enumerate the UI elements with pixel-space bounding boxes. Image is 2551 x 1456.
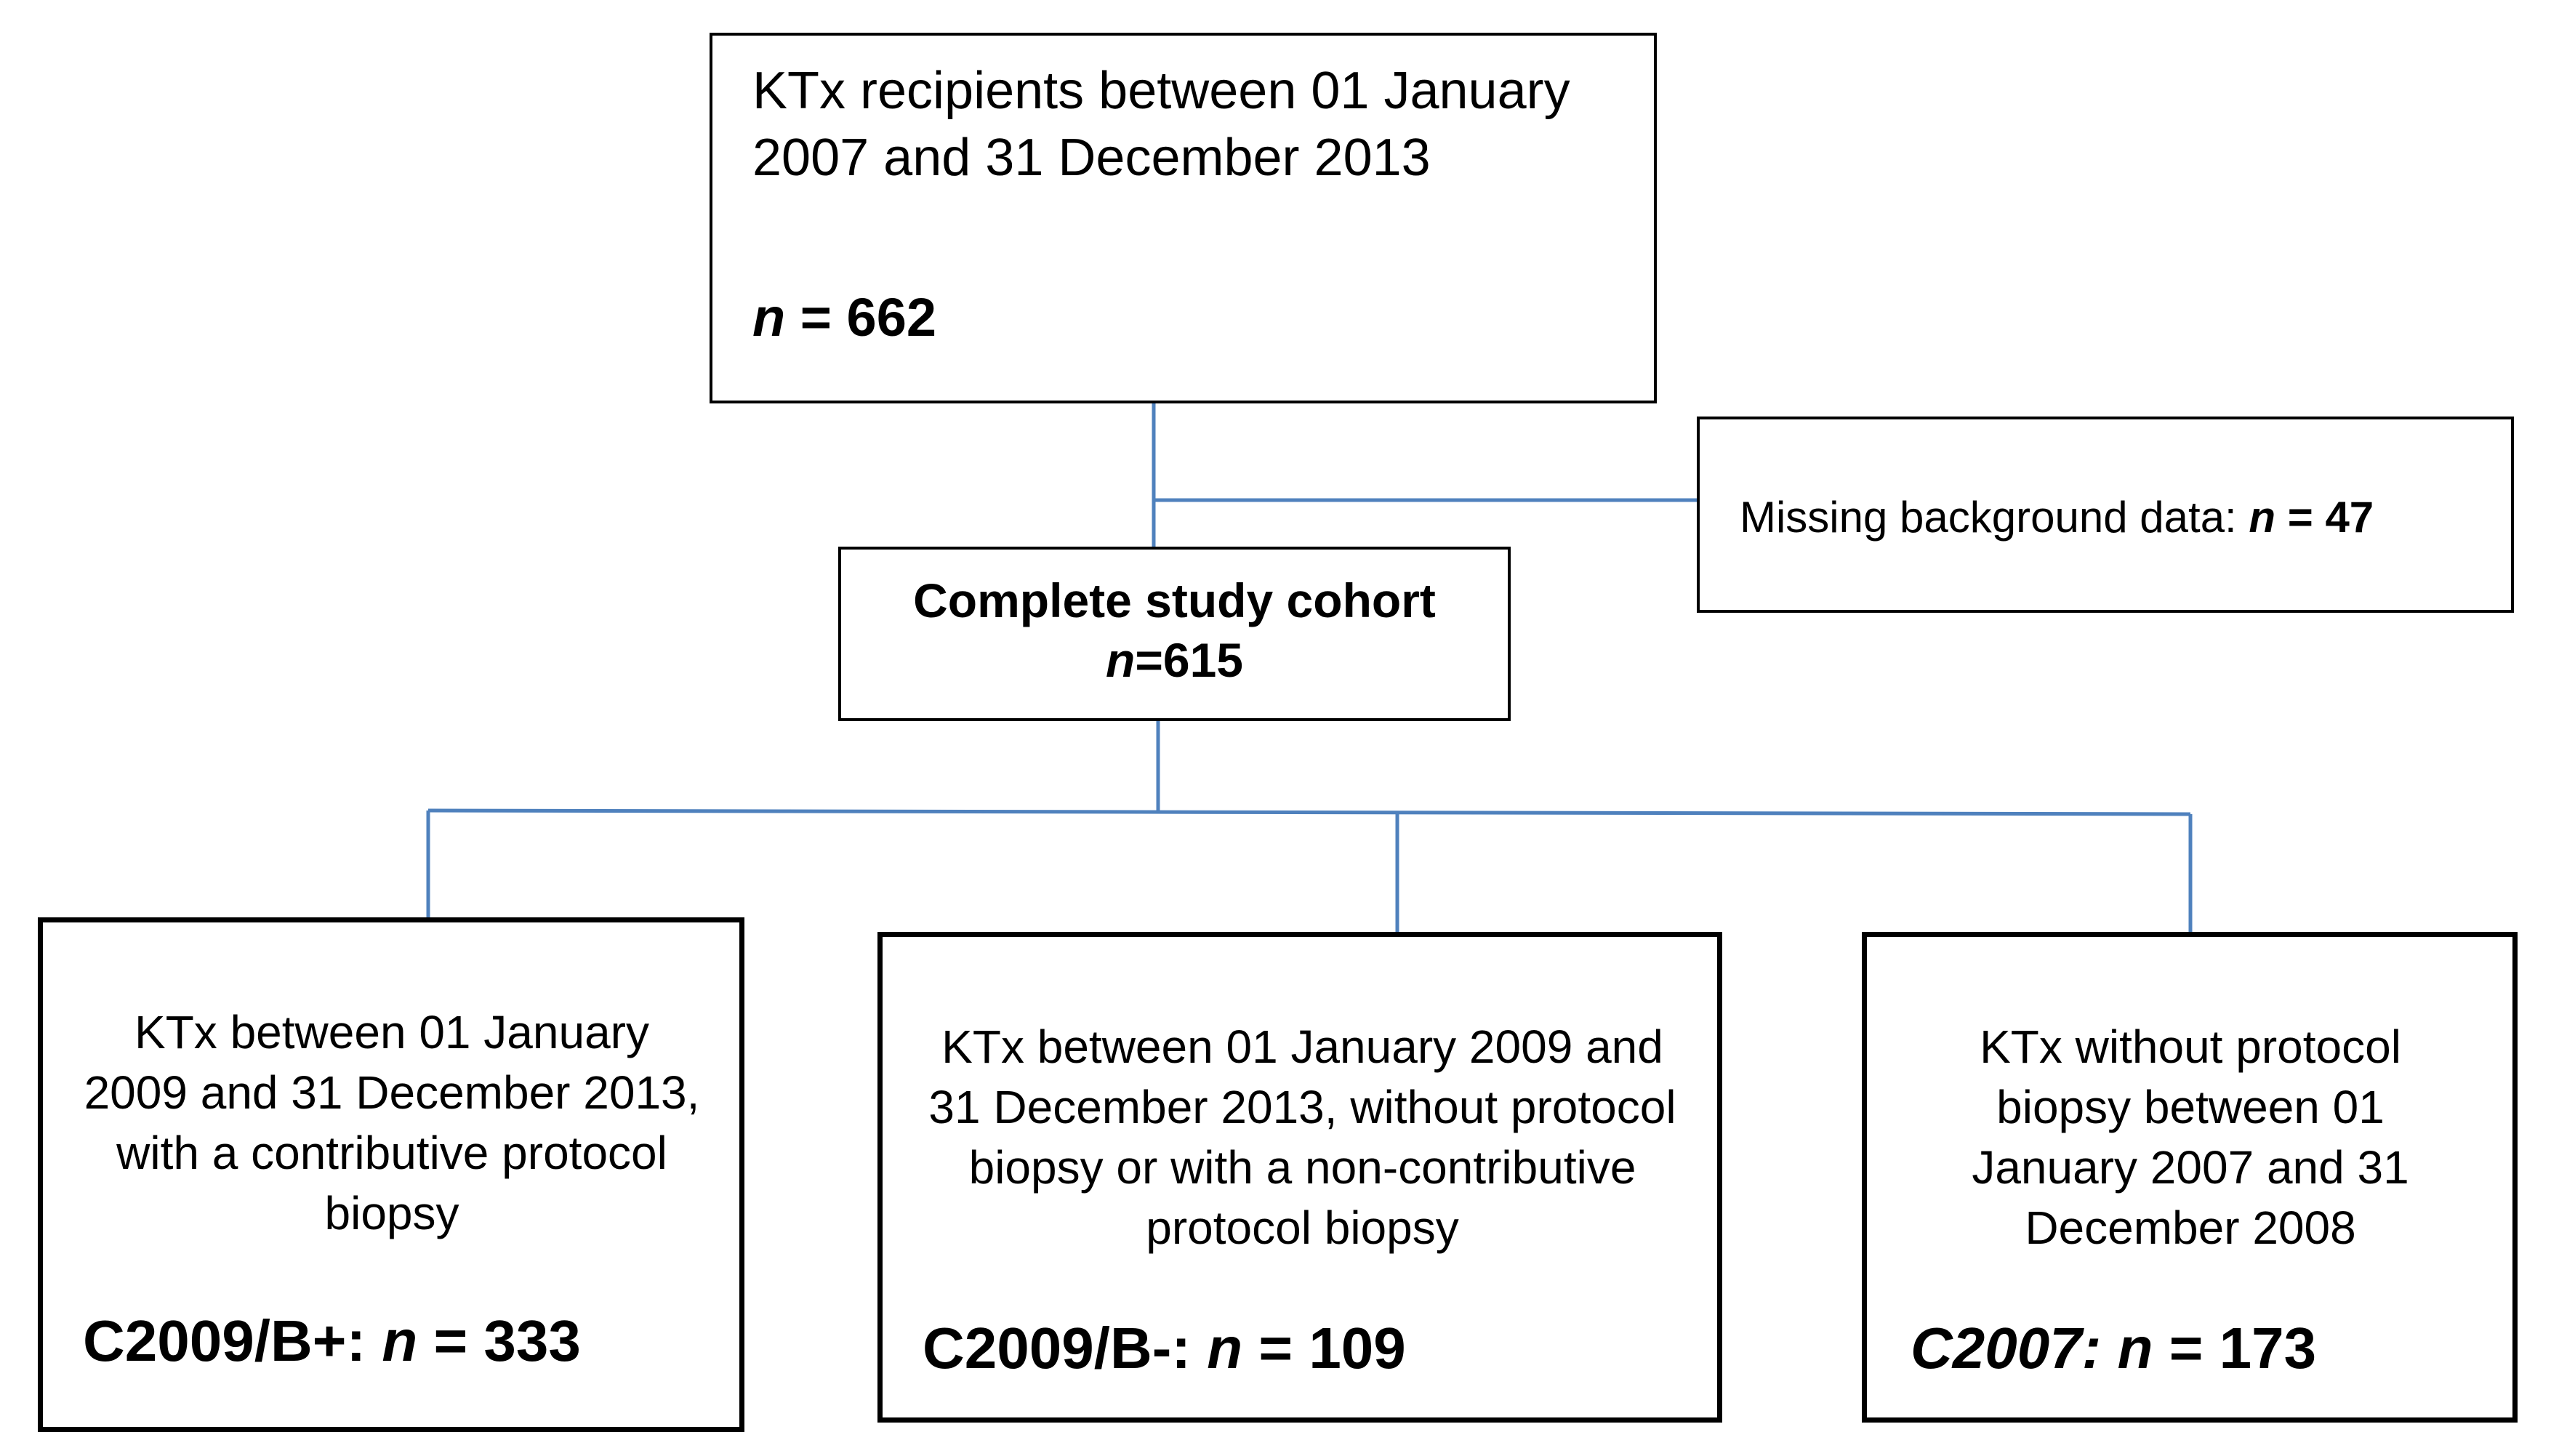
start-n-value: = 662 [785,287,937,347]
group-1-n-symbol: n [382,1308,418,1373]
group-3-n-symbol: n [2117,1316,2153,1380]
group-1-n-value: = 333 [417,1308,581,1373]
cohort-count: n=615 [841,631,1508,689]
start-text: KTx recipients between 01 January 2007 a… [752,62,1570,187]
group-2-n-value: = 109 [1242,1316,1406,1380]
group-box-c2007: KTx without protocol biopsy between 01 J… [1862,932,2518,1423]
exclusion-content: Missing background data: n = 47 [1740,492,2374,543]
group-1-label: C2009/B+: [83,1308,366,1373]
start-n-symbol: n [752,287,786,347]
cohort-box: Complete study cohort n=615 [838,547,1511,721]
group-2-label: C2009/B-: [923,1316,1192,1380]
group-3-text: KTx without protocol biopsy between 01 J… [1972,1021,2409,1254]
group-3-label: C2007: [1911,1316,2102,1380]
cohort-title: Complete study cohort [913,574,1436,627]
group-1-text: KTx between 01 January 2009 and 31 Decem… [84,1006,700,1239]
exclusion-n-symbol: n [2249,493,2276,542]
group-3-count: C2007: n = 173 [1911,1315,2316,1382]
group-1-count: C2009/B+: n = 333 [83,1308,581,1375]
group-box-c2009-b-minus: KTx between 01 January 2009 and 31 Decem… [877,932,1722,1423]
exclusion-text: Missing background data: [1740,493,2249,542]
exclusion-n-value: = 47 [2275,493,2374,542]
start-count: n = 662 [752,286,936,348]
connector-horizontal-bus [427,808,2191,816]
group-3-n-value: = 173 [2153,1316,2317,1380]
group-2-text: KTx between 01 January 2009 and 31 Decem… [928,1021,1676,1254]
group-box-c2009-b-plus: KTx between 01 January 2009 and 31 Decem… [38,917,744,1432]
cohort-n-symbol: n [1106,633,1136,687]
exclusion-box: Missing background data: n = 47 [1697,417,2514,613]
group-2-count: C2009/B-: n = 109 [923,1315,1406,1382]
group-2-n-symbol: n [1207,1316,1243,1380]
start-box: KTx recipients between 01 January 2007 a… [710,33,1657,403]
cohort-n-value: =615 [1135,633,1243,687]
